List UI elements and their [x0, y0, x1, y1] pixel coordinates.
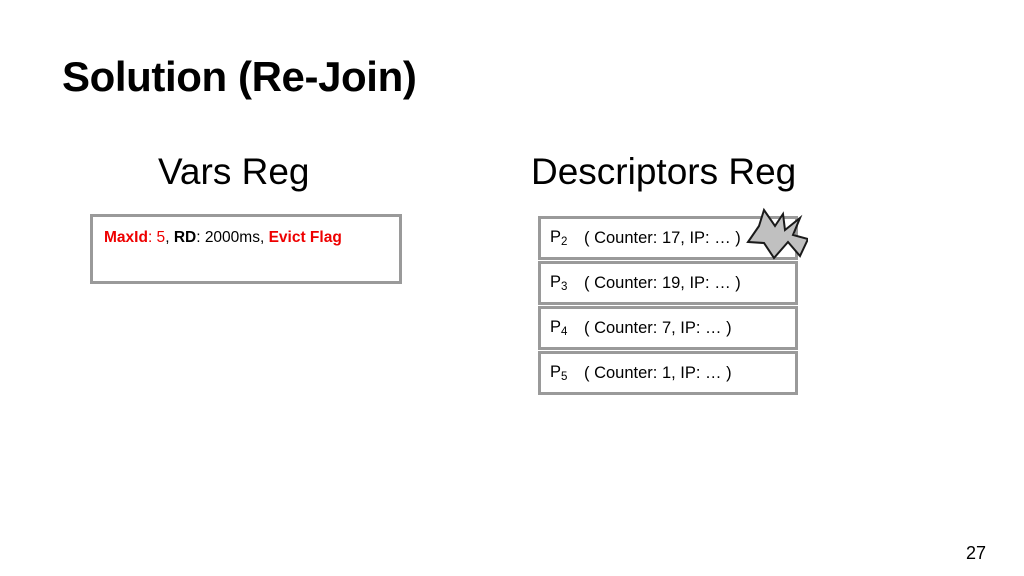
descriptor-id: P5 — [550, 363, 568, 383]
descriptors-reg-box: P2 ( Counter: 17, IP: … ) P3 ( Counter: … — [538, 216, 798, 396]
table-row: P2 ( Counter: 17, IP: … ) — [538, 216, 798, 260]
vars-reg-content: MaxId: 5, RD: 2000ms, Evict Flag — [104, 226, 386, 249]
descriptor-id: P3 — [550, 273, 568, 293]
descriptor-row-content: P5 ( Counter: 1, IP: … ) — [550, 354, 732, 392]
descriptor-row-content: P2 ( Counter: 17, IP: … ) — [550, 219, 741, 257]
descriptor-id: P2 — [550, 228, 568, 248]
descriptor-value: ( Counter: 17, IP: … ) — [584, 228, 741, 247]
descriptors-reg-heading: Descriptors Reg — [531, 151, 797, 192]
rd-key: RD — [173, 229, 197, 246]
maxid-comma: , — [165, 229, 170, 246]
table-row: P4 ( Counter: 7, IP: … ) — [538, 306, 798, 350]
maxid-colon: : — [147, 229, 153, 246]
rd-value: : 2000ms, — [196, 229, 265, 246]
descriptor-value: ( Counter: 1, IP: … ) — [584, 363, 732, 382]
page-number: 27 — [966, 543, 987, 563]
descriptor-value: ( Counter: 19, IP: … ) — [584, 273, 741, 292]
vars-reg-box: MaxId: 5, RD: 2000ms, Evict Flag — [90, 214, 402, 284]
maxid-value: 5 — [152, 229, 166, 246]
vars-reg-heading: Vars Reg — [158, 151, 310, 192]
descriptor-value: ( Counter: 7, IP: … ) — [584, 318, 732, 337]
descriptor-row-content: P3 ( Counter: 19, IP: … ) — [550, 264, 741, 302]
descriptor-id: P4 — [550, 318, 568, 338]
table-row: P3 ( Counter: 19, IP: … ) — [538, 261, 798, 305]
descriptor-row-content: P4 ( Counter: 7, IP: … ) — [550, 309, 732, 347]
evict-flag-label: Evict Flag — [268, 229, 342, 246]
maxid-key: MaxId — [104, 229, 148, 246]
page-title: Solution (Re-Join) — [62, 53, 417, 100]
table-row: P5 ( Counter: 1, IP: … ) — [538, 351, 798, 395]
